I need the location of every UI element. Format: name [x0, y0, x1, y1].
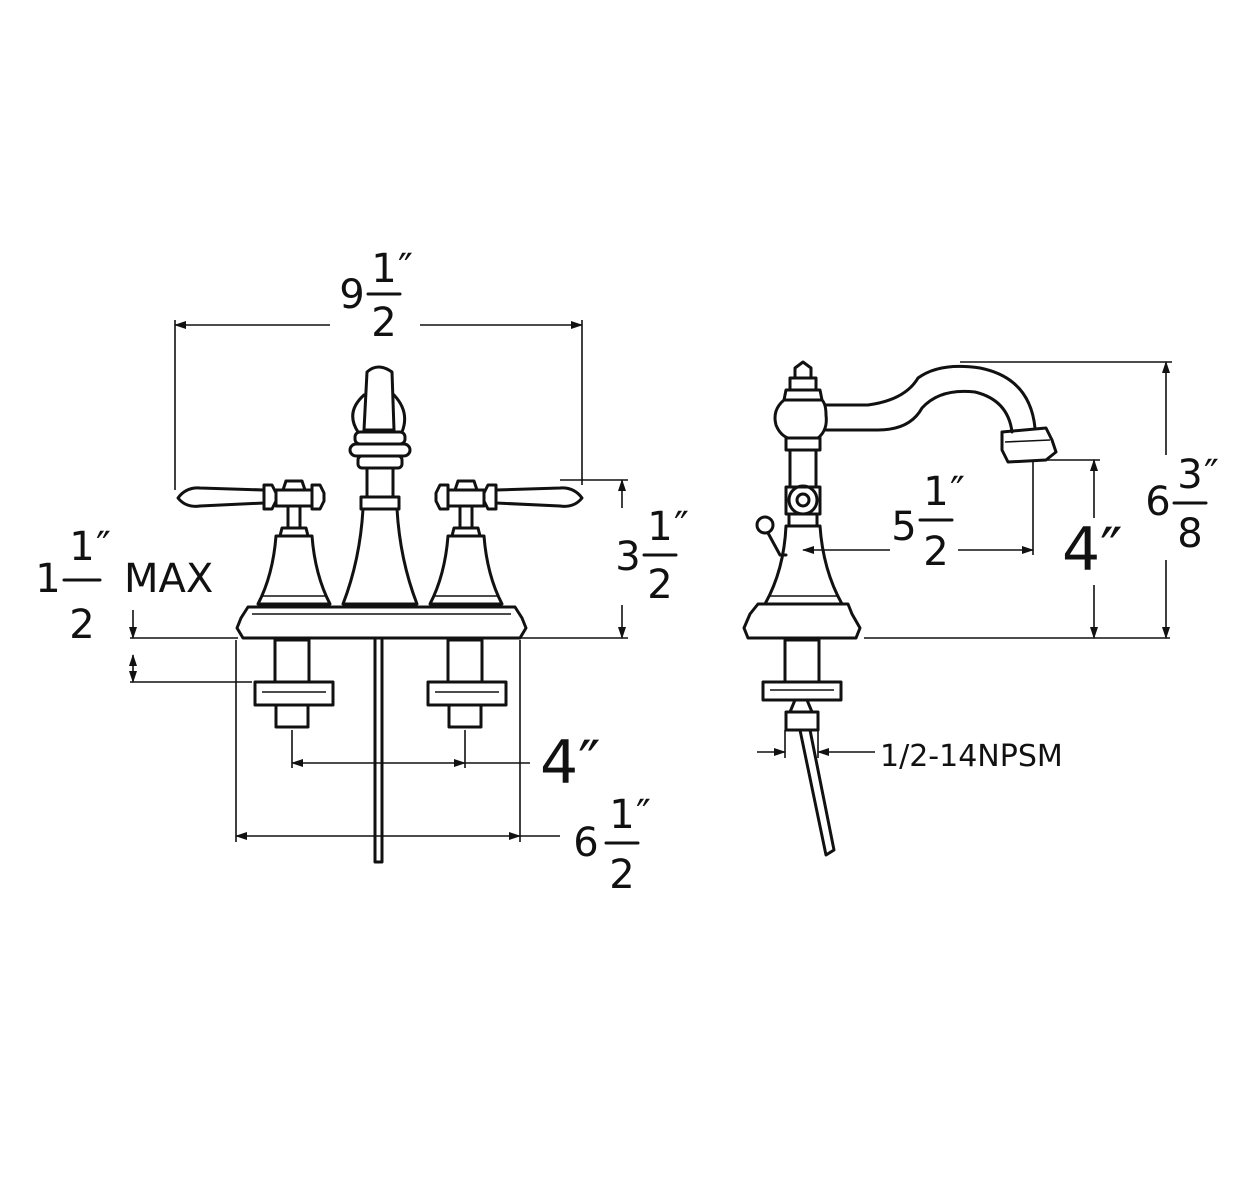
- side-view: 5 1 2 ″ 4″ 6 3 8 ″: [742, 360, 1219, 857]
- left-shank: [253, 638, 335, 729]
- spout-reach-whole: 5: [891, 504, 916, 550]
- connection-label: 1/2-14NPSM: [880, 739, 1063, 774]
- side-shank: [761, 638, 843, 857]
- lift-rod: [373, 638, 384, 864]
- deck-thickness-den: 2: [69, 602, 94, 648]
- dim-spout-reach: 5 1 2 ″: [802, 460, 1034, 575]
- overall-height-num: 3: [1177, 452, 1202, 498]
- right-shank: [426, 638, 508, 729]
- side-lift-knob: [755, 515, 788, 557]
- base-width-unit: ″: [636, 792, 651, 838]
- side-spout: [824, 364, 1058, 464]
- spout-height-label: 4″: [1062, 515, 1123, 585]
- deck-thickness-suffix: MAX: [124, 556, 213, 602]
- front-view: 9 1 2 ″ 3 1 2 ″ 1 1 2 ″: [35, 246, 689, 898]
- spout-reach-num: 1: [923, 469, 948, 515]
- right-handle: [428, 479, 584, 606]
- dim-connection: 1/2-14NPSM: [757, 730, 1063, 774]
- overall-height-unit: ″: [1204, 452, 1219, 498]
- spout-reach-unit: ″: [950, 469, 965, 515]
- spout: [341, 365, 419, 606]
- left-handle: [176, 479, 332, 606]
- dim-center-spacing: 4″: [291, 728, 601, 798]
- handle-height-unit: ″: [674, 504, 689, 550]
- dim-base-width: 6 1 2 ″: [235, 640, 651, 898]
- handle-height-den: 2: [647, 562, 672, 608]
- deck-thickness-num: 1: [69, 524, 94, 570]
- handle-height-num: 1: [647, 504, 672, 550]
- dim-spout-height: 4″: [864, 459, 1170, 639]
- dim-overall-width: 9 1 2 ″: [174, 246, 583, 490]
- overall-height-den: 8: [1177, 511, 1202, 557]
- overall-width-den: 2: [371, 300, 396, 346]
- overall-width-unit: ″: [398, 246, 413, 292]
- dim-handle-height: 3 1 2 ″: [520, 479, 689, 639]
- overall-width-whole: 9: [339, 272, 364, 318]
- dim-overall-height: 6 3 8 ″: [960, 361, 1219, 639]
- dim-deck-thickness: 1 1 2 ″ MAX: [35, 524, 252, 683]
- spout-reach-den: 2: [923, 529, 948, 575]
- handle-height-whole: 3: [615, 534, 640, 580]
- deck-plate: [235, 605, 528, 640]
- center-spacing-label: 4″: [540, 728, 601, 798]
- base-width-whole: 6: [573, 820, 598, 866]
- deck-thickness-whole: 1: [35, 556, 60, 602]
- deck-thickness-unit: ″: [96, 524, 111, 570]
- overall-height-whole: 6: [1145, 479, 1170, 525]
- base-width-num: 1: [609, 792, 634, 838]
- base-width-den: 2: [609, 852, 634, 898]
- overall-width-num: 1: [371, 246, 396, 292]
- side-body: [742, 360, 862, 640]
